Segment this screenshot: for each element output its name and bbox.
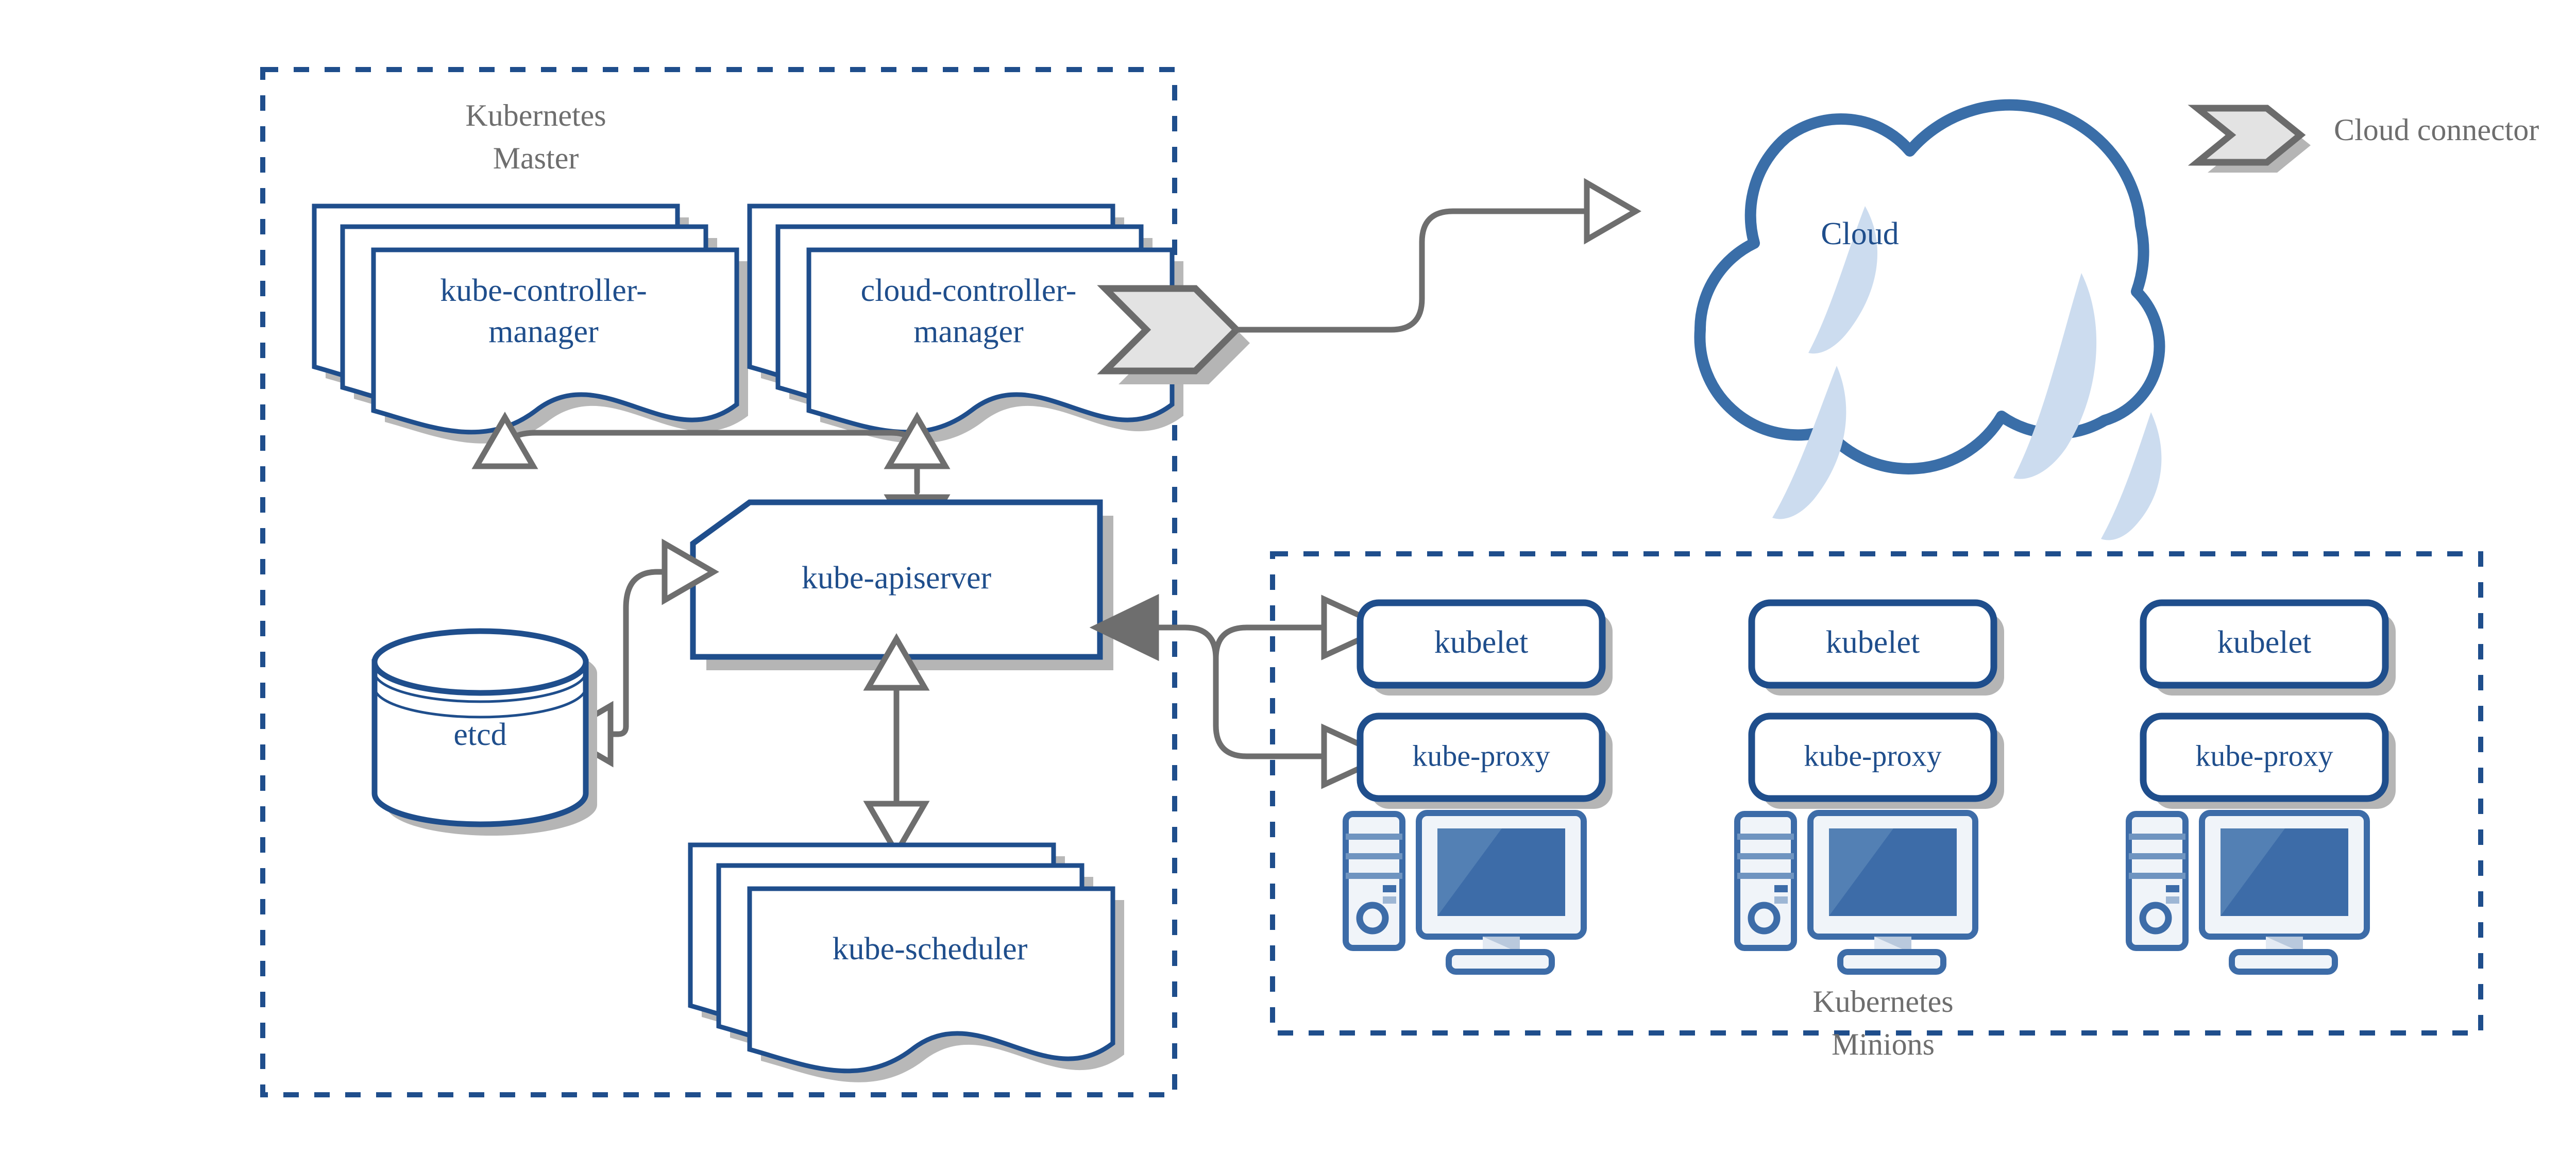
etcd-label: etcd — [453, 717, 506, 752]
etcd-ring-1 — [374, 675, 586, 703]
pc-stripe-3 — [1346, 873, 1402, 879]
kubelet-box-1[interactable]: kubelet — [1357, 599, 1613, 696]
pc-stripe-2 — [2129, 853, 2185, 859]
kube-controller-manager-label-line2: manager — [488, 314, 599, 349]
arrowhead-to-apiserver — [1089, 594, 1159, 662]
kube-proxy-shape — [1748, 713, 1997, 802]
arrowhead-up — [863, 633, 930, 691]
pc-power-ring — [1356, 902, 1389, 935]
kubelet-label: kubelet — [1434, 625, 1529, 660]
arrowhead-to-kube-proxy — [1321, 723, 1393, 789]
kubelet-label: kubelet — [2217, 625, 2312, 660]
desktop-computer-icon-3 — [2126, 810, 2370, 975]
arrowhead-to-kcm — [471, 412, 538, 469]
arrowhead-to-kubelet — [1321, 595, 1393, 660]
kube-apiserver-label: kube-apiserver — [802, 561, 992, 596]
pc-power-ring — [1748, 902, 1781, 935]
kubernetes-master-group-border — [260, 67, 1177, 1097]
apiserver-shape — [690, 499, 1103, 660]
arrowhead-down — [863, 801, 930, 858]
kubelet-box-3[interactable]: kubelet — [2140, 599, 2396, 696]
kube-proxy-label: kube-proxy — [2195, 739, 2333, 772]
desktop-computer-icon-1 — [1343, 810, 1587, 975]
pc-stripe-1 — [1737, 834, 1794, 840]
node-etcd[interactable]: etcd — [371, 628, 597, 836]
minion-1: kubelet kube-proxy — [1343, 599, 1613, 975]
connection-apiserver-scheduler — [863, 633, 930, 858]
monitor-base — [2229, 949, 2338, 975]
pc-stripe-1 — [1346, 834, 1402, 840]
doc-sheet-front — [806, 247, 1175, 435]
minion-3: kubelet kube-proxy — [2126, 599, 2396, 975]
kube-scheduler-label: kube-scheduler — [833, 931, 1028, 967]
legend-cloud-connector: Cloud connector — [2188, 105, 2539, 173]
chevron-shape — [1097, 285, 1242, 375]
pc-stripe-2 — [1737, 853, 1794, 859]
etcd-top — [371, 628, 589, 696]
kube-proxy-box-1[interactable]: kube-proxy — [1357, 713, 1613, 809]
connection-apiserver-to-minions — [1089, 594, 1393, 789]
doc-sheet-front — [371, 247, 739, 435]
kubelet-shape — [1748, 599, 1997, 689]
node-kube-scheduler[interactable]: kube-scheduler — [688, 842, 1124, 1082]
cloud-highlight-4 — [2101, 412, 2162, 540]
kube-controller-manager-label-line1: kube-controller- — [440, 273, 647, 308]
monitor-base — [1446, 949, 1555, 975]
kubelet-shape — [2140, 599, 2389, 689]
etcd-ring-2 — [374, 690, 586, 719]
cloud-highlight-3 — [2013, 273, 2097, 479]
monitor-screen-highlight — [1829, 828, 1893, 916]
kubernetes-minions-label-line2: Minions — [1832, 1027, 1935, 1061]
doc-sheet-front — [747, 886, 1115, 1074]
pc-led-light — [2166, 896, 2179, 904]
arrowhead-open — [1584, 178, 1641, 245]
kubernetes-master-label-line2: Master — [493, 141, 579, 175]
kubelet-label: kubelet — [1826, 625, 1920, 660]
cloud-controller-manager-label-line2: manager — [913, 314, 1024, 349]
cloud-highlight-2 — [1772, 366, 1846, 519]
cloud-outline — [1694, 99, 2165, 474]
kubelet-box-2[interactable]: kubelet — [1748, 599, 2004, 696]
cloud-connector-icon-inline[interactable] — [1097, 285, 1250, 384]
cloud-connector-legend-label: Cloud connector — [2334, 113, 2539, 147]
pc-stripe-1 — [2129, 834, 2185, 840]
kube-proxy-label: kube-proxy — [1412, 739, 1550, 772]
kubernetes-minions-label-line1: Kubernetes — [1812, 985, 1953, 1019]
connection-ccm-to-cloud — [1233, 178, 1641, 333]
pc-power-ring — [2139, 902, 2172, 935]
kube-proxy-box-2[interactable]: kube-proxy — [1748, 713, 2004, 809]
pc-led-dark — [1383, 885, 1396, 892]
monitor-screen-highlight — [1437, 828, 1502, 916]
kube-proxy-shape — [2140, 713, 2389, 802]
arrowhead-to-apiserver — [662, 538, 719, 605]
pc-led-light — [1383, 896, 1396, 904]
cloud-controller-manager-label-line1: cloud-controller- — [861, 273, 1077, 308]
cloud-label: Cloud — [1821, 216, 1899, 251]
cloud-highlight-1 — [1808, 206, 1877, 354]
pc-stripe-2 — [1346, 853, 1402, 859]
kubernetes-master-label-line1: Kubernetes — [465, 98, 606, 132]
kube-proxy-box-3[interactable]: kube-proxy — [2140, 713, 2396, 809]
arrowhead-to-ccm — [884, 412, 951, 469]
monitor-base — [1837, 949, 1946, 975]
kube-proxy-label: kube-proxy — [1804, 739, 1941, 772]
etcd-body — [371, 659, 589, 827]
node-cloud[interactable]: Cloud — [1694, 99, 2165, 540]
kubelet-shape — [1357, 599, 1606, 689]
node-kube-controller-manager[interactable]: kube-controller- manager — [312, 204, 748, 444]
desktop-computer-icon-2 — [1734, 810, 1978, 975]
pc-stripe-3 — [2129, 873, 2185, 879]
cloud-connector-icon — [2188, 105, 2306, 166]
pc-led-dark — [1774, 885, 1788, 892]
minion-2: kubelet kube-proxy — [1734, 599, 2004, 975]
pc-led-light — [1774, 896, 1788, 904]
node-cloud-controller-manager[interactable]: cloud-controller- manager — [747, 204, 1183, 444]
kubernetes-minions-group-border — [1270, 551, 2483, 1036]
monitor-screen-highlight — [2221, 828, 2285, 916]
kube-proxy-shape — [1357, 713, 1606, 802]
pc-stripe-3 — [1737, 873, 1794, 879]
node-kube-apiserver[interactable]: kube-apiserver — [690, 499, 1113, 670]
pc-led-dark — [2166, 885, 2179, 892]
